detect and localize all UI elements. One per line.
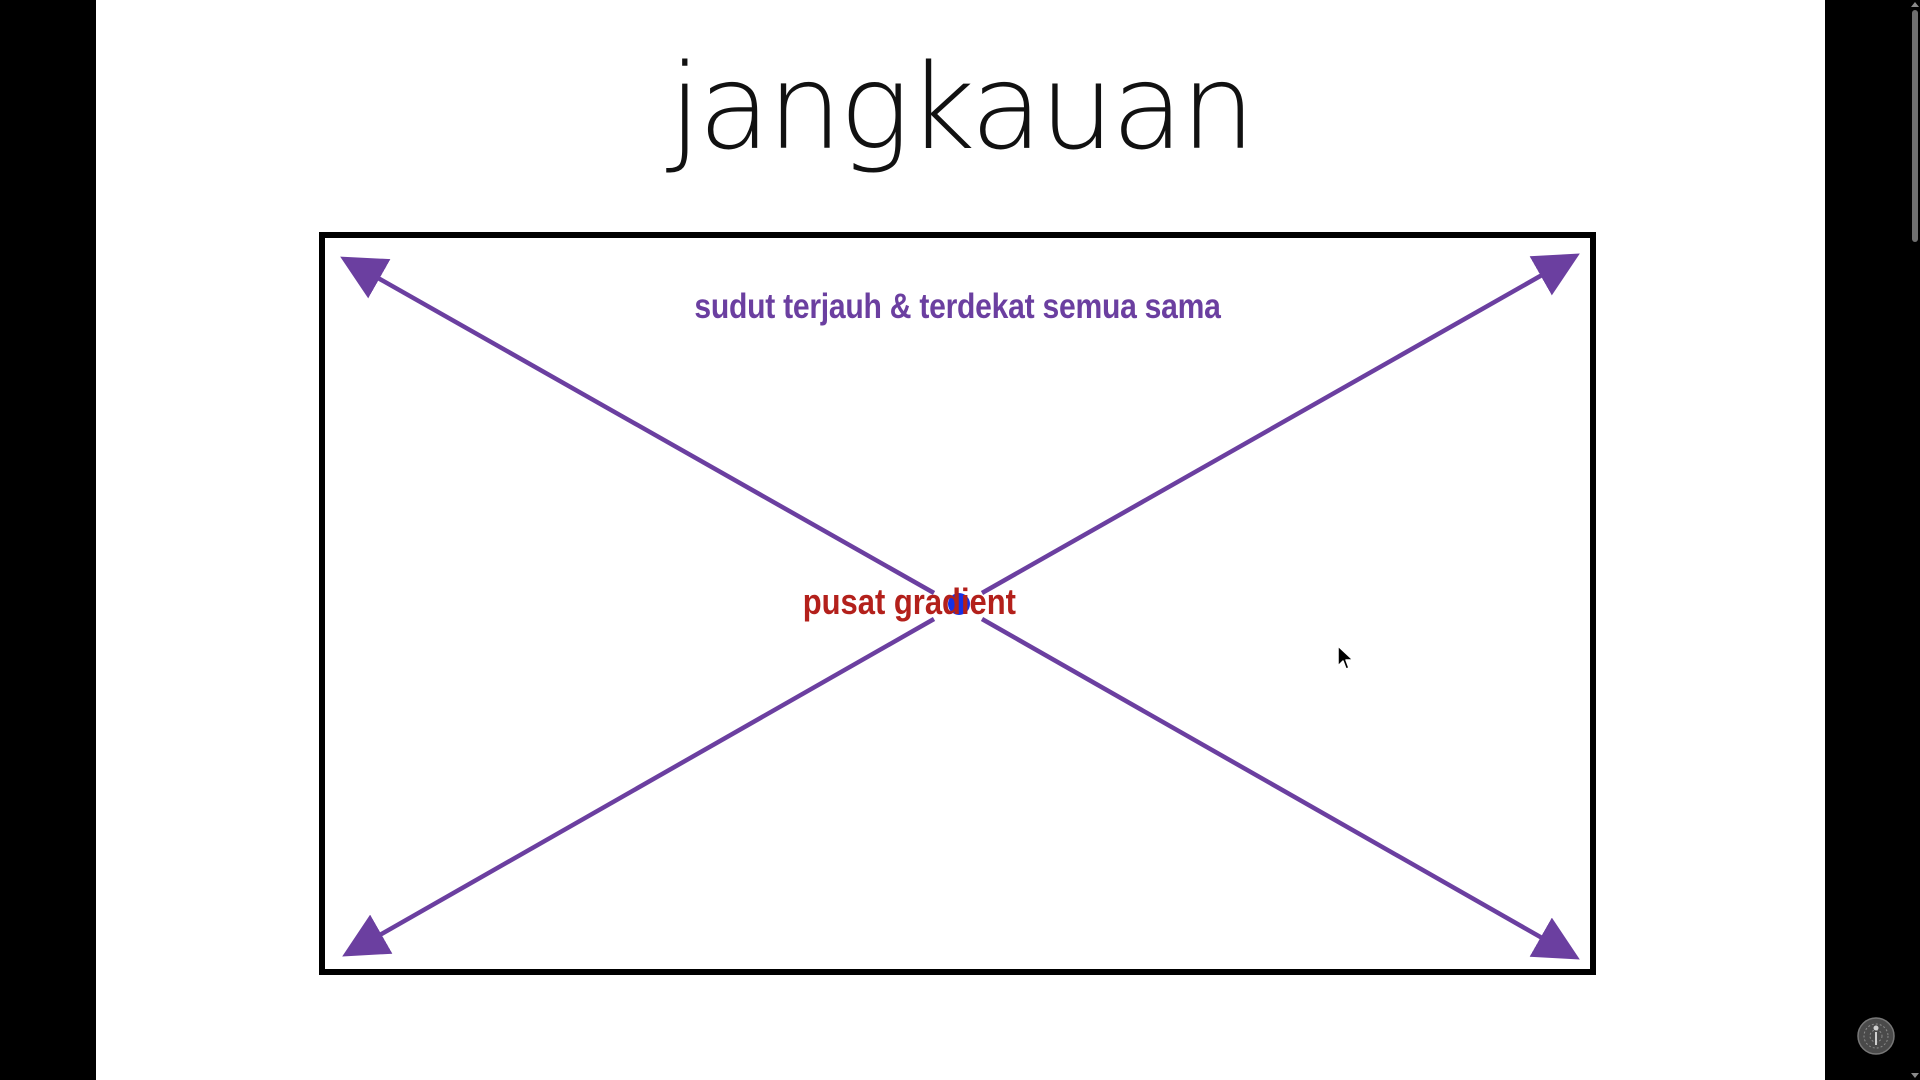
gradient-center-dot	[948, 593, 970, 615]
globe-logo-icon	[1857, 1017, 1895, 1055]
gradient-center-label: pusat gradient	[802, 581, 1016, 622]
slide-title: jangkauan	[668, 38, 1255, 176]
viewport-rectangle	[319, 232, 1596, 975]
arrow-bottom-right	[980, 617, 1580, 960]
corner-distance-caption: sudut terjauh & terdekat semua sama	[694, 287, 1221, 326]
scroll-down-icon[interactable]	[1911, 1073, 1919, 1078]
scroll-up-icon[interactable]	[1911, 2, 1919, 7]
arrow-bottom-left	[342, 617, 936, 957]
presentation-slide: jangkauan sudut terjauh & terdekat semua…	[96, 0, 1825, 1080]
arrow-cursor-icon	[1337, 645, 1354, 670]
diagram-arrows	[340, 253, 1580, 960]
arrow-top-right	[980, 253, 1580, 595]
arrow-top-left	[340, 256, 936, 595]
scrollbar-thumb[interactable]	[1912, 10, 1918, 242]
vertical-scrollbar[interactable]	[1910, 0, 1920, 1080]
